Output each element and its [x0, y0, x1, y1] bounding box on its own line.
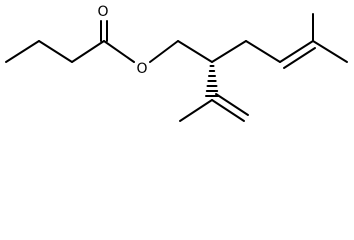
bond-ch2-stereocenter	[177, 40, 213, 63]
carbonyl-oxygen-mask	[96, 3, 110, 21]
bond-stereocenter-ch2	[211, 40, 247, 63]
bond-isopropenyl-methyl	[179, 99, 213, 122]
bond-c4-o	[103, 40, 135, 63]
carbonyl-oxygen-label: O	[97, 4, 108, 20]
chemical-structure: O O	[5, 3, 348, 122]
bond-o-ch2	[149, 40, 179, 63]
bond-c3-c4	[71, 40, 105, 63]
bond-ch2-ch	[245, 40, 281, 63]
isopropenyl-double-a	[211, 99, 245, 122]
bond-c2-c3	[38, 40, 73, 63]
alkene-bond-b	[283, 47, 316, 69]
isopropenyl-double-b	[215, 93, 249, 116]
alkene-bond-a	[279, 40, 314, 63]
bond-c1-c2	[5, 40, 40, 63]
ester-oxygen-mask	[135, 60, 149, 78]
bond-methyl-right	[312, 40, 348, 63]
ester-oxygen-label: O	[136, 61, 147, 77]
hashed-wedge-bond	[205, 65, 219, 97]
